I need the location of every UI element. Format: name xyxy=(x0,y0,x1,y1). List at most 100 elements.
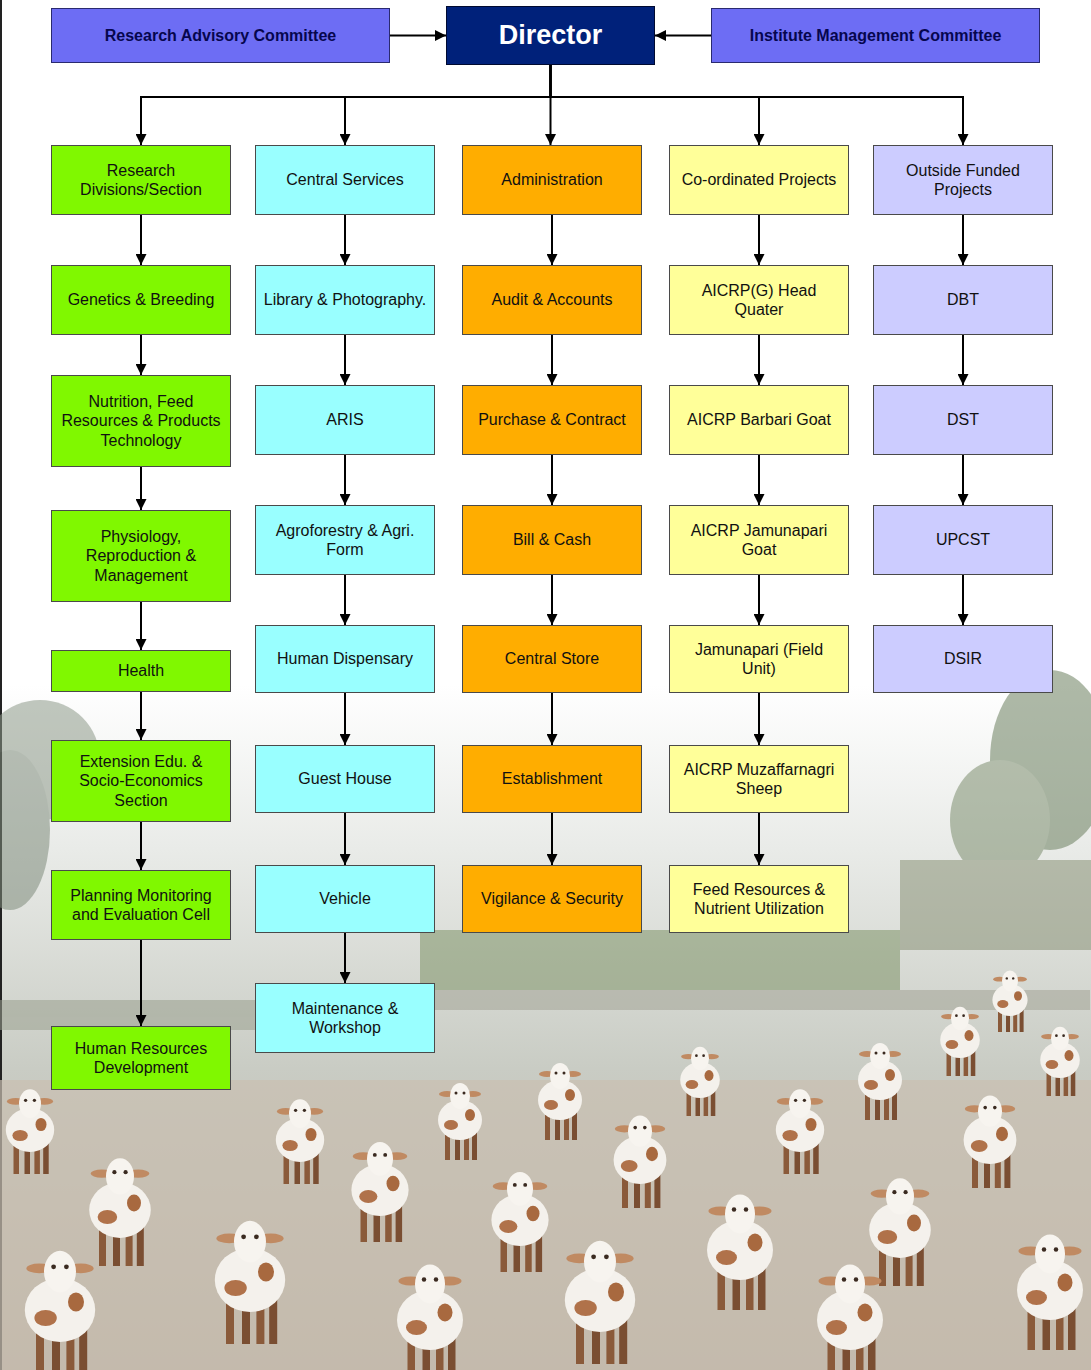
box-label: Administration xyxy=(501,170,602,189)
org-box: Planning Monitoring and Evaluation Cell xyxy=(51,870,231,940)
box-label: Library & Photography. xyxy=(264,290,426,309)
org-box: AICRP Barbari Goat xyxy=(669,385,849,455)
connector-arrow xyxy=(344,455,346,505)
connector-arrow xyxy=(140,467,142,510)
box-label: AICRP Barbari Goat xyxy=(687,410,831,429)
org-box: Central Store xyxy=(462,625,642,693)
connector-arrow xyxy=(551,693,553,745)
box-label: Nutrition, Feed Resources & Products Tec… xyxy=(58,392,224,450)
box-label: Human Resources Development xyxy=(58,1039,224,1077)
org-box: UPCST xyxy=(873,505,1053,575)
box-label: Audit & Accounts xyxy=(492,290,613,309)
connector-arrow xyxy=(551,813,553,865)
org-box: Human Dispensary xyxy=(255,625,435,693)
box-label: Vehicle xyxy=(319,889,371,908)
org-box: AICRP(G) Head Quater xyxy=(669,265,849,335)
connector-arrow xyxy=(758,215,760,265)
director-box: Director xyxy=(446,6,655,65)
org-box: Central Services xyxy=(255,145,435,215)
org-box: DST xyxy=(873,385,1053,455)
box-label: AICRP Jamunapari Goat xyxy=(676,521,842,559)
org-box: Human Resources Development xyxy=(51,1026,231,1090)
box-label: Establishment xyxy=(502,769,603,788)
box-label: Institute Management Committee xyxy=(750,26,1002,45)
connector-arrow xyxy=(141,65,551,145)
org-box: Bill & Cash xyxy=(462,505,642,575)
org-box: Agroforestry & Agri. Form xyxy=(255,505,435,575)
org-box: Vigilance & Security xyxy=(462,865,642,933)
connector-arrow xyxy=(344,813,346,865)
box-label: Guest House xyxy=(298,769,391,788)
connector-arrow xyxy=(962,455,964,505)
box-label: Agroforestry & Agri. Form xyxy=(262,521,428,559)
box-label: Maintenance & Workshop xyxy=(262,999,428,1037)
org-box: DSIR xyxy=(873,625,1053,693)
box-label: DST xyxy=(947,410,979,429)
org-box: Genetics & Breeding xyxy=(51,265,231,335)
org-box: Maintenance & Workshop xyxy=(255,983,435,1053)
box-label: DBT xyxy=(947,290,979,309)
connector-arrow xyxy=(140,215,142,265)
connector-arrow xyxy=(758,455,760,505)
org-box: AICRP Jamunapari Goat xyxy=(669,505,849,575)
connector-arrow xyxy=(551,575,553,625)
committee-box: Research Advisory Committee xyxy=(51,8,390,63)
connector-arrow xyxy=(344,575,346,625)
org-box: Research Divisions/Section xyxy=(51,145,231,215)
org-box: Nutrition, Feed Resources & Products Tec… xyxy=(51,375,231,467)
org-box: Establishment xyxy=(462,745,642,813)
connector-arrow xyxy=(758,575,760,625)
connector-arrow xyxy=(551,455,553,505)
org-box: Vehicle xyxy=(255,865,435,933)
connector-arrow xyxy=(551,65,760,145)
connector-arrow xyxy=(758,335,760,385)
box-label: DSIR xyxy=(944,649,982,668)
org-box: ARIS xyxy=(255,385,435,455)
org-box: Health xyxy=(51,650,231,692)
connector-arrow xyxy=(962,575,964,625)
box-label: Human Dispensary xyxy=(277,649,413,668)
box-label: UPCST xyxy=(936,530,990,549)
box-label: Outside Funded Projects xyxy=(880,161,1046,199)
org-box: Library & Photography. xyxy=(255,265,435,335)
org-box: Physiology, Reproduction & Management xyxy=(51,510,231,602)
org-box: Jamunapari (Field Unit) xyxy=(669,625,849,693)
org-box: Guest House xyxy=(255,745,435,813)
connector-arrow xyxy=(140,602,142,650)
connector-arrow xyxy=(962,215,964,265)
org-box: Outside Funded Projects xyxy=(873,145,1053,215)
box-label: Genetics & Breeding xyxy=(68,290,215,309)
box-label: Vigilance & Security xyxy=(481,889,623,908)
box-label: Physiology, Reproduction & Management xyxy=(58,527,224,585)
connector-arrow xyxy=(344,933,346,983)
connector-arrow xyxy=(551,65,964,145)
box-label: AICRP Muzaffarnagri Sheep xyxy=(676,760,842,798)
box-label: Bill & Cash xyxy=(513,530,591,549)
connector-arrow xyxy=(345,65,551,145)
connector-arrow xyxy=(551,215,553,265)
connector-arrow xyxy=(140,692,142,740)
connector-arrow xyxy=(655,35,711,37)
connector-arrow xyxy=(758,693,760,745)
connector-arrow xyxy=(962,335,964,385)
org-box: Administration xyxy=(462,145,642,215)
connector-arrow xyxy=(344,215,346,265)
org-box: Extension Edu. & Socio-Economics Section xyxy=(51,740,231,822)
org-box: AICRP Muzaffarnagri Sheep xyxy=(669,745,849,813)
box-label: Research Advisory Committee xyxy=(105,26,337,45)
box-label: ARIS xyxy=(326,410,363,429)
box-label: Director xyxy=(499,19,603,51)
committee-box: Institute Management Committee xyxy=(711,8,1040,63)
box-label: Health xyxy=(118,661,164,680)
box-label: Planning Monitoring and Evaluation Cell xyxy=(58,886,224,924)
connector-arrow xyxy=(140,940,142,1026)
connector-arrow xyxy=(344,335,346,385)
org-box: DBT xyxy=(873,265,1053,335)
connector-arrow xyxy=(140,335,142,375)
box-label: Feed Resources & Nutrient Utilization xyxy=(676,880,842,918)
box-label: Extension Edu. & Socio-Economics Section xyxy=(58,752,224,810)
box-label: Purchase & Contract xyxy=(478,410,626,429)
box-label: Central Store xyxy=(505,649,599,668)
box-label: Central Services xyxy=(286,170,403,189)
